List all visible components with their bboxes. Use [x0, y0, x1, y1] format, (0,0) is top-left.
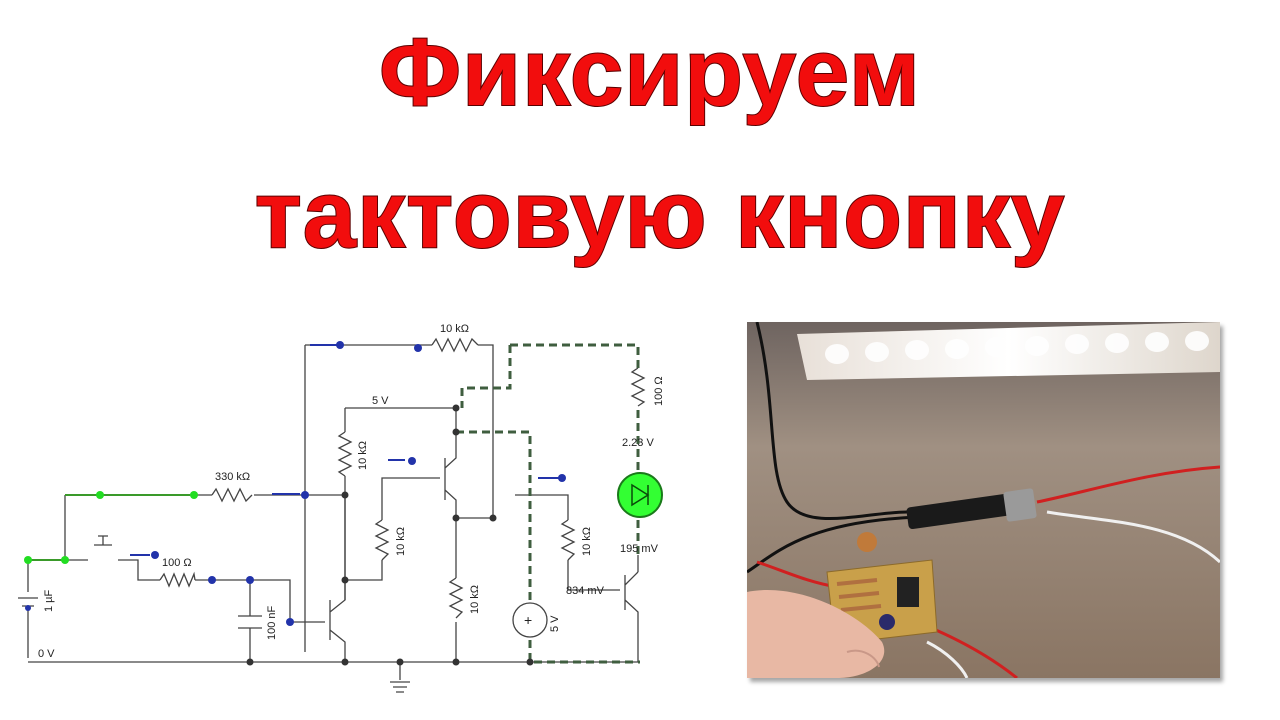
voltage-source-icon [512, 602, 548, 638]
label-r-feedback: 10 kΩ [440, 323, 469, 335]
label-r-led: 100 Ω [653, 376, 665, 406]
label-r-button: 100 Ω [162, 557, 192, 569]
label-r-base: 330 kΩ [215, 471, 250, 483]
label-cap-input: 1 µF [43, 589, 55, 612]
label-r-pull2: 10 kΩ [395, 527, 407, 556]
led-icon [617, 472, 663, 518]
label-q-out-collector: 195 mV [620, 543, 659, 555]
label-ground: 0 V [38, 648, 55, 660]
circuit-board-photo [747, 322, 1220, 678]
circuit-schematic: + 10 kΩ 5 V 330 kΩ 100 Ω 100 nF 1 µF 0 V… [18, 323, 665, 693]
label-q-out-base: 834 mV [566, 585, 605, 597]
label-led-voltage: 2.23 V [622, 437, 654, 449]
label-supply-rail: 5 V [372, 395, 389, 407]
svg-text:+: + [524, 612, 532, 628]
label-r-pull1: 10 kΩ [357, 441, 369, 470]
title-line-1: Фиксируем [378, 18, 921, 127]
label-cap-timing: 100 nF [266, 605, 278, 640]
label-source: 5 V [549, 615, 561, 632]
label-r-pull4: 10 kΩ [581, 527, 593, 556]
label-r-pull3: 10 kΩ [469, 585, 481, 614]
title-line-2: тактовую кнопку [254, 160, 1066, 269]
